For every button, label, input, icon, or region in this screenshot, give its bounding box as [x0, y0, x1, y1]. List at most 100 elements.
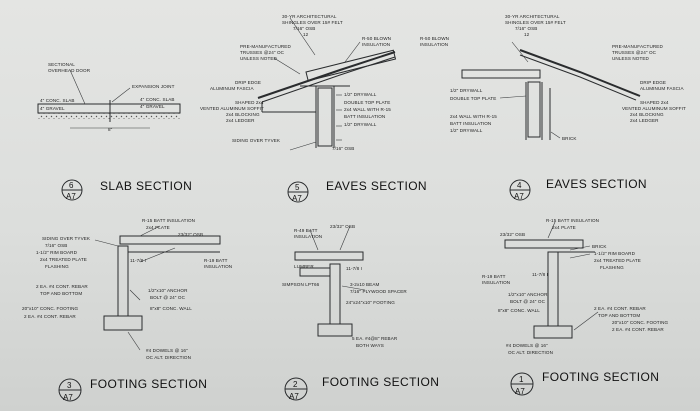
eaves-section-title-5: EAVES SECTION [326, 179, 427, 193]
title-eaves-section-4: 4 A7 EAVES SECTION [509, 177, 647, 201]
label-gravel-left: 4" GRAVEL [40, 106, 65, 111]
label-drip-edge-r: DRIP EDGE [640, 80, 666, 85]
label-lumber-f2: LUMBER [294, 264, 314, 269]
label-vented-soffit-r: VENTED ALUMINUM SOFFIT [622, 106, 686, 111]
label-conc-wall: 8"x8" CONC. WALL [150, 306, 192, 311]
label-direction: OC ALT. DIRECTION [146, 355, 191, 360]
foundation-wall-shape [117, 245, 129, 317]
label-pre-manufactured: PRE-MANUFACTURED [240, 44, 291, 49]
detail-footing-section-3: SIDING OVER TYVEK 7/16" OSB 1-1/2" RIM B… [22, 218, 232, 360]
label-anchor-bolt: 1/2"x10" ANCHOR [148, 288, 188, 293]
svg-text:A7: A7 [63, 393, 73, 402]
wall-insulation-right [527, 81, 541, 138]
label-drip-edge: DRIP EDGE [235, 80, 261, 85]
title-slab-section: 6 A7 SLAB SECTION [61, 179, 192, 201]
label-direction-f1: OC ALT. DIRECTION [508, 350, 553, 355]
footing-shape-2 [317, 323, 353, 337]
label-blocking: 2x4 BLOCKING [226, 112, 260, 117]
label-shaped-2x4-r: SHAPED 2x4 [640, 100, 669, 105]
detail-slab-section: SECTIONAL OVERHEAD DOOR EXPANSION JOINT … [37, 62, 181, 132]
label-pier-footing: 24"x24"x10" FOOTING [346, 300, 395, 305]
label-rebar-f3: 2 EA. #4 CONT. REBAR [36, 284, 88, 289]
label-double-top-plate: DOUBLE TOP PLATE [344, 100, 390, 105]
label-asphalt-shingles: 30-YR ARCHITECTURAL [282, 14, 337, 19]
label-both-ways: BOTH WAYS [356, 343, 384, 348]
label-drywall-2: 1/2" DRYWALL [344, 122, 377, 127]
svg-text:A7: A7 [515, 387, 525, 396]
gravel-shape [38, 113, 180, 119]
label-shaped-2x4: SHAPED 2x4 [235, 100, 264, 105]
title-footing-section-1: 1 A7 FOOTING SECTION [510, 370, 659, 396]
label-blocking-r: 2x4 BLOCKING [630, 112, 664, 117]
label-siding: SIDING OVER TYVEK [232, 138, 281, 143]
label-insulation: INSULATION [362, 42, 390, 47]
title-footing-section-3: 3 A7 FOOTING SECTION [58, 377, 207, 402]
label-shingles-felt: SHINGLES OVER 15# FELT [282, 20, 343, 25]
label-simpson: SIMPSON LPT66 [282, 282, 320, 287]
label-aluminum-fascia-r: ALUMINUM FASCIA [640, 86, 684, 91]
label-conc-footing: 20"x10" CONC. FOOTING [22, 306, 78, 311]
label-r49-batt: R-49 BATT [294, 228, 318, 233]
label-slab-dim: 8" [108, 127, 113, 132]
label-bolt-spacing-f1: BOLT @ 24" OC [510, 299, 546, 304]
label-trusses: TRUSSES @24" OC [240, 50, 285, 55]
label-bolt-spacing: BOLT @ 24" OC [150, 295, 186, 300]
svg-text:3: 3 [67, 381, 72, 390]
label-2x-plate-r: 2x4 PLATE [552, 225, 576, 230]
label-osb-r: 7/16" OSB [515, 26, 537, 31]
label-osb-f1: 23/32" OSB [500, 232, 525, 237]
label-slab-left: 4" CONC. SLAB [40, 98, 75, 103]
label-expansion-joint: EXPANSION JOINT [132, 84, 175, 89]
svg-text:A7: A7 [292, 194, 302, 203]
label-ledger: 2x4 LEDGER [226, 118, 255, 123]
foundation-wall-shape-2 [329, 263, 341, 325]
label-drywall-r2: 1/2" DRYWALL [450, 128, 483, 133]
label-insulation-f2: INSULATION [294, 234, 322, 239]
label-drywall: 1/2" DRYWALL [344, 92, 377, 97]
label-pitch-12-r: 12 [524, 32, 530, 37]
detail-eaves-section-5: 30-YR ARCHITECTURAL SHINGLES OVER 15# FE… [200, 14, 397, 151]
label-osb-f3: 7/16" OSB [45, 243, 67, 248]
label-2-7-8-f3: 11-7/8 I [130, 258, 146, 263]
svg-text:A7: A7 [66, 192, 76, 201]
label-rim-board-f1: 1-1/2" RIM BOARD [594, 251, 636, 256]
svg-text:6: 6 [69, 181, 74, 190]
wall-insulation-shape [317, 87, 333, 147]
eaves-section-title-4: EAVES SECTION [546, 177, 647, 191]
label-2x4-wall: 2x4 WALL WITH R-15 [344, 107, 391, 112]
label-r15-batt: R-15 BATT INSULATION [142, 218, 195, 223]
label-unless-noted-r: UNLESS NOTED [612, 56, 650, 61]
label-brick: BRICK [562, 136, 577, 141]
label-top-bottom: TOP AND BOTTOM [40, 291, 82, 296]
label-conc-wall-f1: 8"x8" CONC. WALL [498, 308, 540, 313]
footing-shape-1 [533, 325, 573, 339]
svg-text:A7: A7 [289, 392, 299, 401]
label-insulation-f3: INSULATION [204, 264, 232, 269]
label-pre-manufactured-r: PRE-MANUFACTURED [612, 44, 663, 49]
label-insulation-r: INSULATION [420, 42, 448, 47]
label-2x4-wall-r: 2x4 WALL WITH R-15 [450, 114, 497, 119]
label-rim-board: 1-1/2" RIM BOARD [36, 250, 78, 255]
svg-text:5: 5 [295, 183, 300, 192]
svg-text:A7: A7 [514, 192, 524, 201]
label-aluminum-fascia: ALUMINUM FASCIA [210, 86, 254, 91]
label-osb: 7/16" OSB [293, 26, 315, 31]
label-dowels-f1: #4 DOWELS @ 16" [506, 343, 548, 348]
roof-slope-line [257, 51, 396, 99]
label-trusses-r: TRUSSES @24" OC [612, 50, 657, 55]
label-rebar-f1: 2 EA. #4 CONT. REBAR [594, 306, 646, 311]
label-top-bottom-f1: TOP AND BOTTOM [598, 313, 640, 318]
footing-section-title-1: FOOTING SECTION [542, 370, 659, 384]
label-double-top-plate-r: DOUBLE TOP PLATE [450, 96, 496, 101]
roof-slope-line-right [519, 49, 641, 97]
label-rebar-f1b: 2 EA. #4 CONT. REBAR [612, 327, 664, 332]
label-dowels: #4 DOWELS @ 16" [146, 348, 188, 353]
label-2-7-8-f1: 11-7/8 I [532, 272, 548, 277]
label-osb-f3b: 23/32" OSB [178, 232, 203, 237]
svg-text:2: 2 [293, 380, 298, 389]
label-treated-plate-f1: 2x4 TREATED PLATE [594, 258, 641, 263]
label-treated-plate: 2x4 TREATED PLATE [40, 257, 87, 262]
label-osb-2: 7/16" OSB [332, 146, 354, 151]
label-sectional-overhead-door: SECTIONAL [48, 62, 75, 67]
label-2x-plate: 2x4 PLATE [146, 225, 170, 230]
